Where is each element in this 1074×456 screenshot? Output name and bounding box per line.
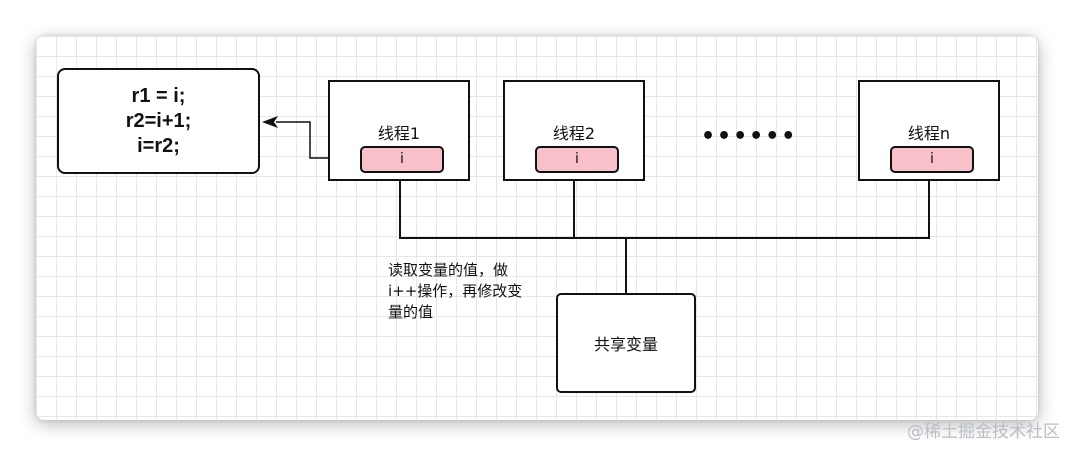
thread-variable: i xyxy=(890,146,974,173)
annotation-text: 读取变量的值，做 i++操作，再修改变 量的值 xyxy=(388,260,560,323)
shared-variable-label: 共享变量 xyxy=(593,335,658,354)
read-arrow-head xyxy=(262,116,278,128)
annotation-line: 量的值 xyxy=(388,303,434,321)
thread-label: 线程1 xyxy=(377,124,421,143)
diagram-canvas: r1 = i; r2=i+1; i=r2; 线程1 i 线程2 i ••••••… xyxy=(36,36,1038,420)
code-box: r1 = i; r2=i+1; i=r2; xyxy=(57,68,260,174)
thread-box-2: 线程2 i xyxy=(503,80,645,181)
thread-variable: i xyxy=(360,146,444,173)
thread-label: 线程2 xyxy=(552,124,596,143)
code-line: r1 = i; xyxy=(131,84,186,107)
shared-variable-box: 共享变量 xyxy=(556,293,696,393)
watermark: @稀土掘金技术社区 xyxy=(907,422,1060,442)
code-line: i=r2; xyxy=(137,134,180,157)
annotation-line: 读取变量的值，做 xyxy=(388,261,509,279)
code-line: r2=i+1; xyxy=(125,109,192,132)
thread-variable: i xyxy=(535,146,619,173)
thread-box-n: 线程n i xyxy=(858,80,1000,181)
annotation-line: i++操作，再修改变 xyxy=(388,282,523,300)
ellipsis: •••••• xyxy=(701,124,798,149)
thread-box-1: 线程1 i xyxy=(328,80,470,181)
thread-label: 线程n xyxy=(907,124,951,143)
